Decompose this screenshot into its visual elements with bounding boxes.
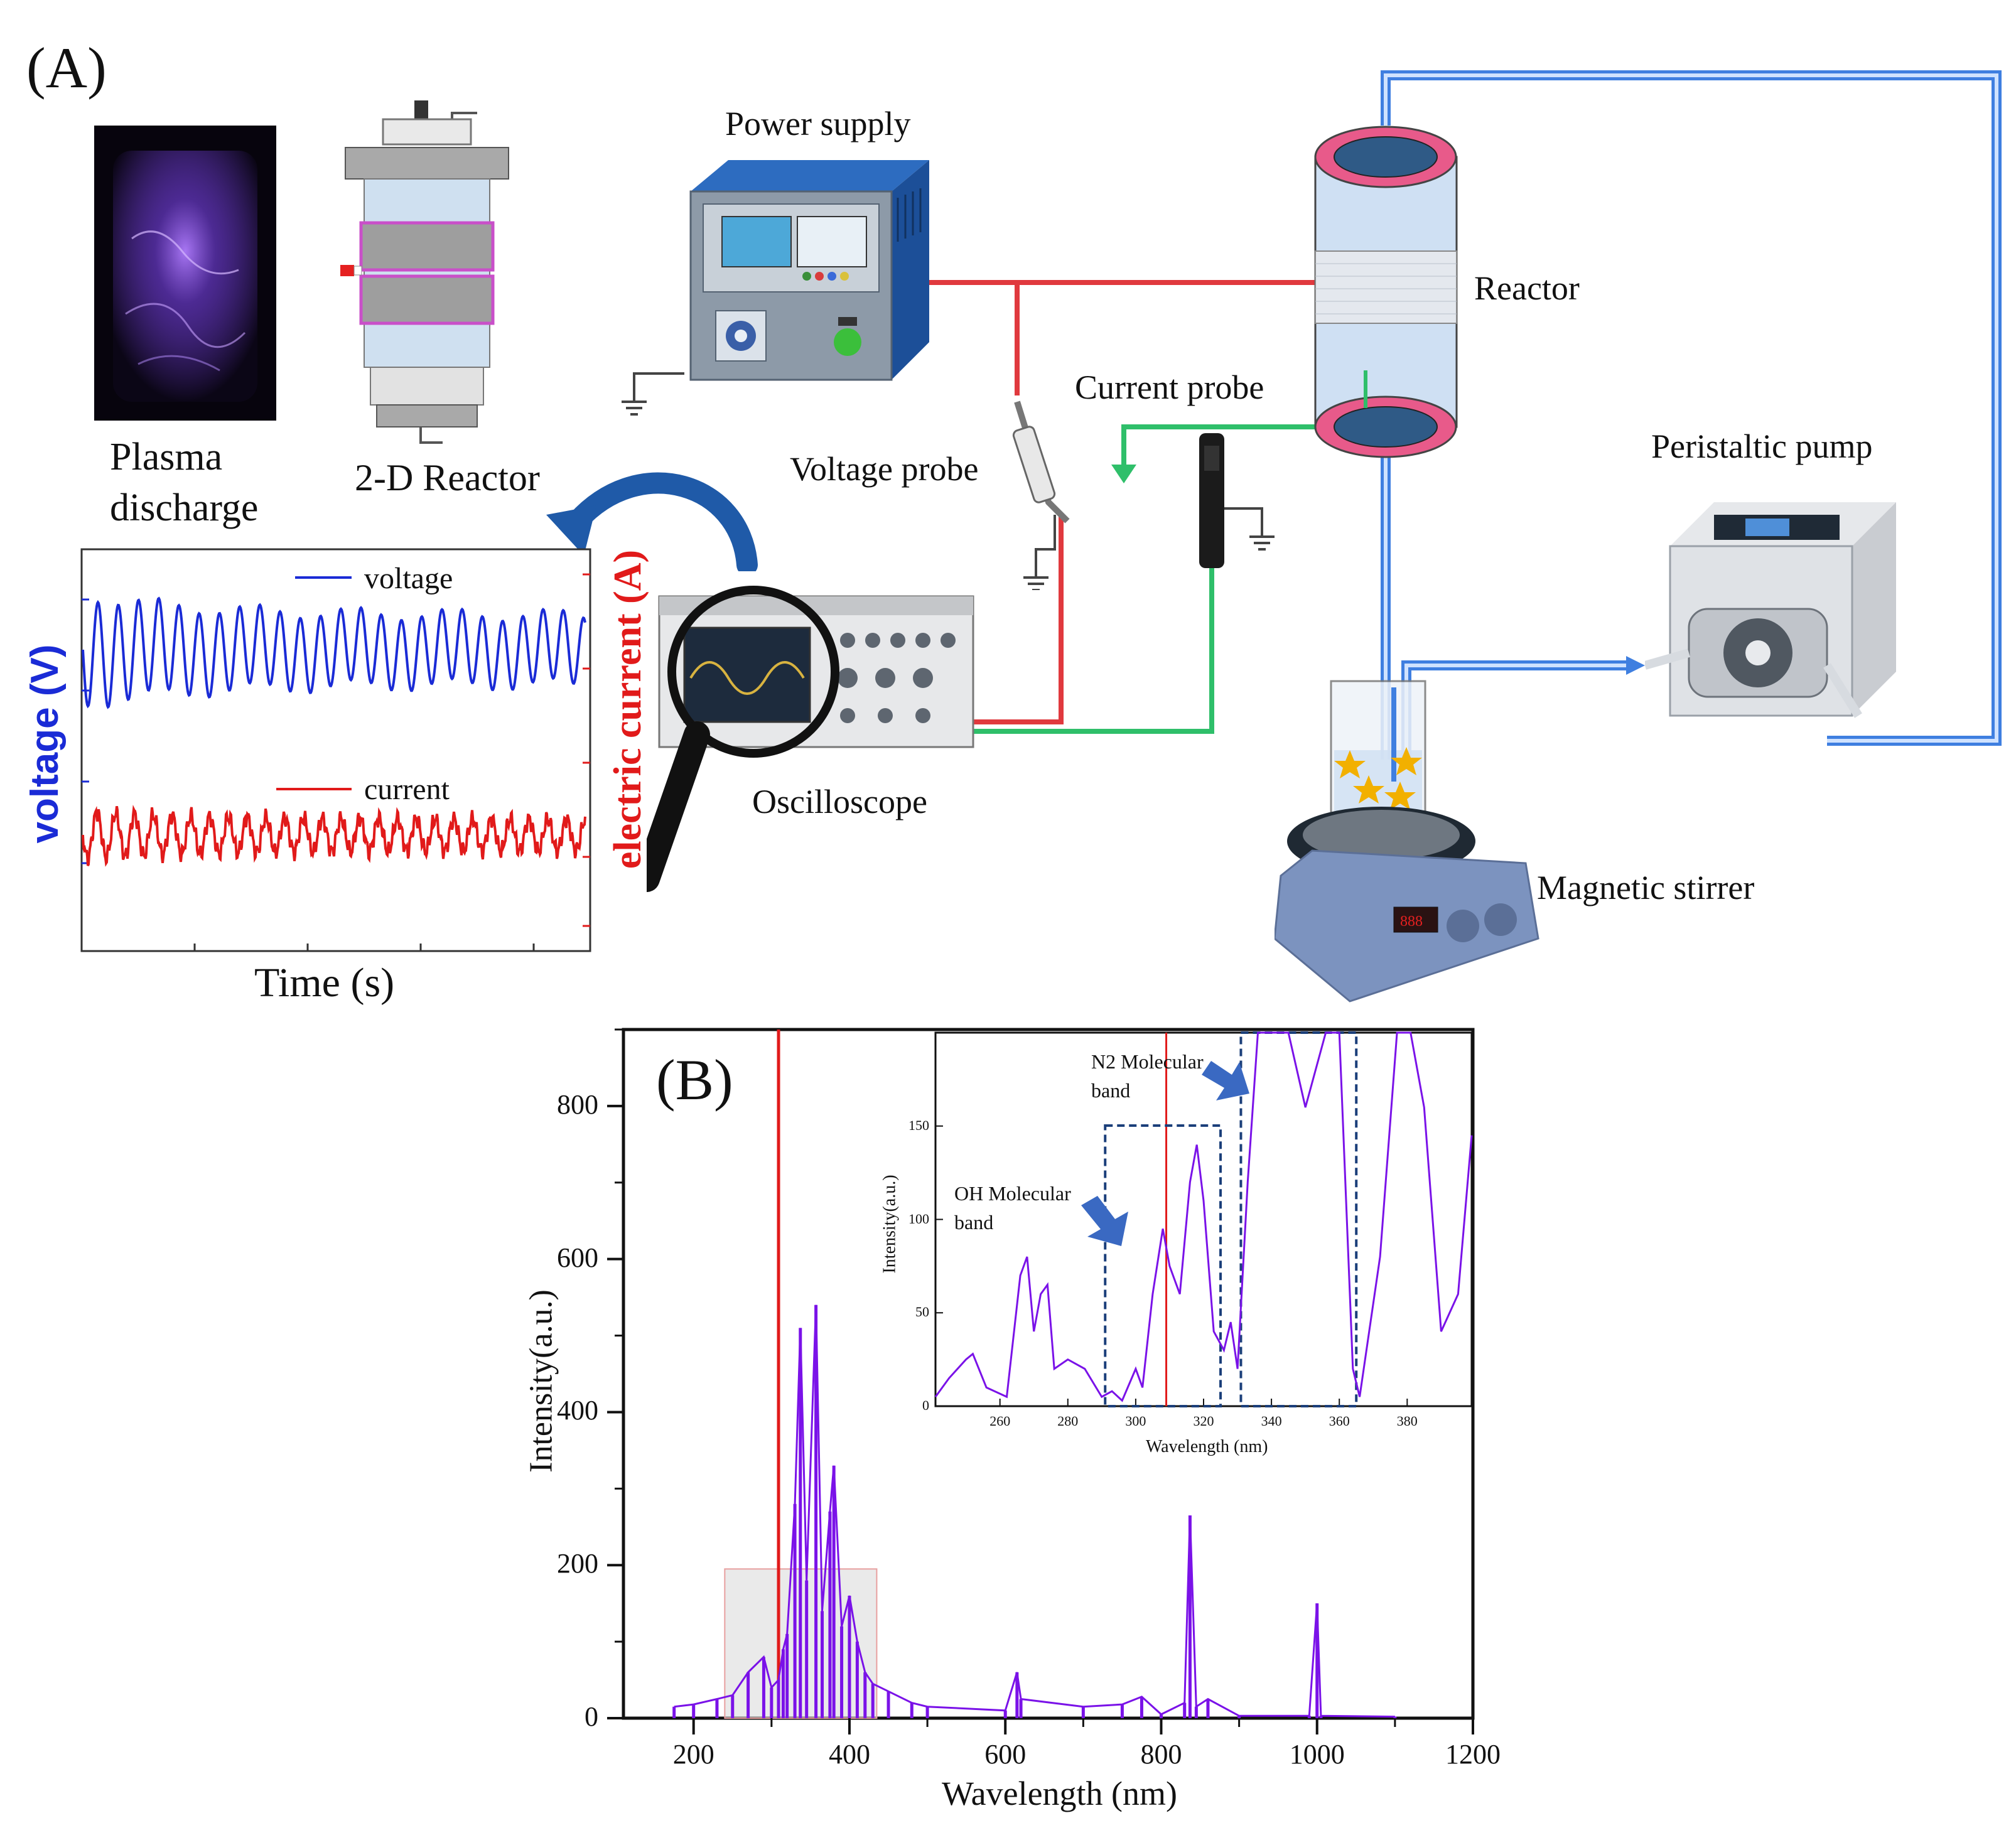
inset-series-line bbox=[934, 1031, 1473, 1402]
inset-annotation-box bbox=[1104, 1124, 1222, 1407]
inset-x-tick-label: 280 bbox=[1057, 1413, 1079, 1429]
current-probe-clamp bbox=[1199, 433, 1275, 568]
waveform-xlabel: Time (s) bbox=[254, 960, 395, 1006]
ground-icon bbox=[622, 372, 684, 416]
spectrum-frame bbox=[622, 1028, 1475, 1720]
power-supply-device bbox=[689, 160, 929, 381]
voltage-series-line bbox=[82, 596, 586, 709]
inset-annotation-box bbox=[1239, 1031, 1358, 1407]
x-tick-label: 200 bbox=[672, 1739, 714, 1770]
n2-band-annotation: N2 Molecular band bbox=[1091, 1050, 1204, 1102]
inset-y-tick-label: 0 bbox=[922, 1397, 929, 1413]
panel-a-tag: (A) bbox=[26, 36, 107, 100]
y-tick-label: 800 bbox=[557, 1089, 598, 1120]
x-tick-label: 400 bbox=[828, 1739, 870, 1770]
inset-x-tick-label: 340 bbox=[1261, 1413, 1282, 1429]
voltage-probe bbox=[1012, 401, 1070, 590]
waveform-plot bbox=[80, 548, 591, 952]
oh-band-annotation: OH Molecular band bbox=[954, 1182, 1071, 1234]
magnetic-stirrer-label: Magnetic stirrer bbox=[1537, 869, 1755, 906]
stirrer-display: 888 bbox=[1400, 913, 1423, 930]
oscilloscope-device bbox=[647, 586, 974, 892]
inset-ylabel: Intensity(a.u.) bbox=[880, 1175, 900, 1274]
inset-y-tick-label: 150 bbox=[908, 1117, 929, 1133]
inset-x-tick-label: 380 bbox=[1396, 1413, 1418, 1429]
plasma-label-line1: Plasma bbox=[110, 436, 223, 478]
inset-x-tick-label: 360 bbox=[1329, 1413, 1350, 1429]
reactor-cylinder bbox=[1314, 126, 1458, 458]
y-tick-label: 200 bbox=[557, 1548, 598, 1579]
power-supply-label: Power supply bbox=[725, 105, 911, 143]
y-tick-label: 400 bbox=[557, 1395, 598, 1426]
reactor-2d-label: 2-D Reactor bbox=[355, 457, 540, 498]
y-tick-label: 0 bbox=[585, 1701, 598, 1732]
inset-x-tick-label: 320 bbox=[1193, 1413, 1214, 1429]
spectrum-xlabel: Wavelength (nm) bbox=[942, 1775, 1178, 1812]
plasma-discharge-label: Plasma discharge bbox=[110, 432, 258, 533]
legend-current-label: current bbox=[364, 773, 450, 806]
legend-voltage-label: voltage bbox=[364, 562, 453, 595]
reactor-2d-drawing bbox=[340, 100, 509, 444]
voltage-probe-label: Voltage probe bbox=[790, 450, 979, 488]
reactor-label: Reactor bbox=[1474, 269, 1580, 307]
current-probe-label: Current probe bbox=[1075, 368, 1264, 406]
panel-b-tag: (B) bbox=[656, 1048, 733, 1112]
n2-arrow-icon bbox=[1202, 1061, 1249, 1100]
magnetic-stirrer-device: 888 bbox=[1275, 680, 1539, 1003]
inset-x-tick-label: 260 bbox=[989, 1413, 1011, 1429]
spectrum-ylabel: Intensity(a.u.) bbox=[523, 1289, 559, 1473]
inset-x-tick-label: 300 bbox=[1125, 1413, 1146, 1429]
curved-arrow-icon bbox=[546, 472, 758, 571]
x-tick-label: 600 bbox=[984, 1739, 1027, 1770]
peristaltic-pump-device bbox=[1645, 502, 1896, 718]
inset-y-tick-label: 100 bbox=[908, 1210, 929, 1227]
peristaltic-pump-label: Peristaltic pump bbox=[1651, 428, 1873, 465]
plasma-discharge-photo bbox=[94, 126, 276, 421]
x-tick-label: 1200 bbox=[1445, 1739, 1501, 1770]
inset-xlabel: Wavelength (nm) bbox=[1146, 1437, 1268, 1456]
y-tick-label: 600 bbox=[557, 1242, 598, 1273]
plasma-label-line2: discharge bbox=[110, 486, 259, 529]
current-series-line bbox=[82, 805, 586, 867]
oh-arrow-icon bbox=[1081, 1196, 1128, 1246]
inset-y-tick-label: 50 bbox=[915, 1304, 929, 1320]
x-tick-label: 1000 bbox=[1289, 1739, 1345, 1770]
x-tick-label: 800 bbox=[1140, 1739, 1182, 1770]
oscilloscope-label: Oscilloscope bbox=[752, 783, 927, 820]
